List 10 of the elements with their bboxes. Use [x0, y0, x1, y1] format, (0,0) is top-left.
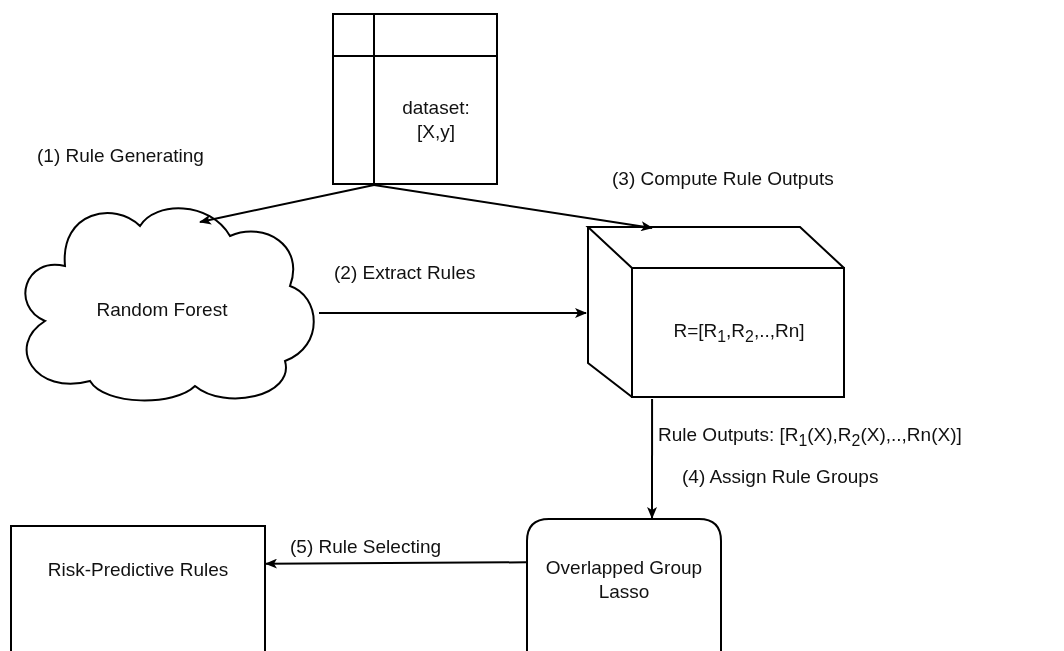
node-label: Random Forest — [96, 298, 228, 322]
node-label: dataset: [X,y] — [401, 96, 471, 144]
arrow — [199, 184, 375, 225]
node-label: Risk-Predictive Rules — [47, 558, 229, 582]
node-label: R=[R$_{1}$,R$_{2}$,..,Rn] — [673, 319, 805, 347]
arrow — [647, 398, 658, 519]
arrow — [373, 184, 654, 232]
arrow — [318, 308, 587, 319]
arrow — [265, 558, 527, 569]
node-label: Overlapped Group Lasso — [544, 556, 704, 604]
